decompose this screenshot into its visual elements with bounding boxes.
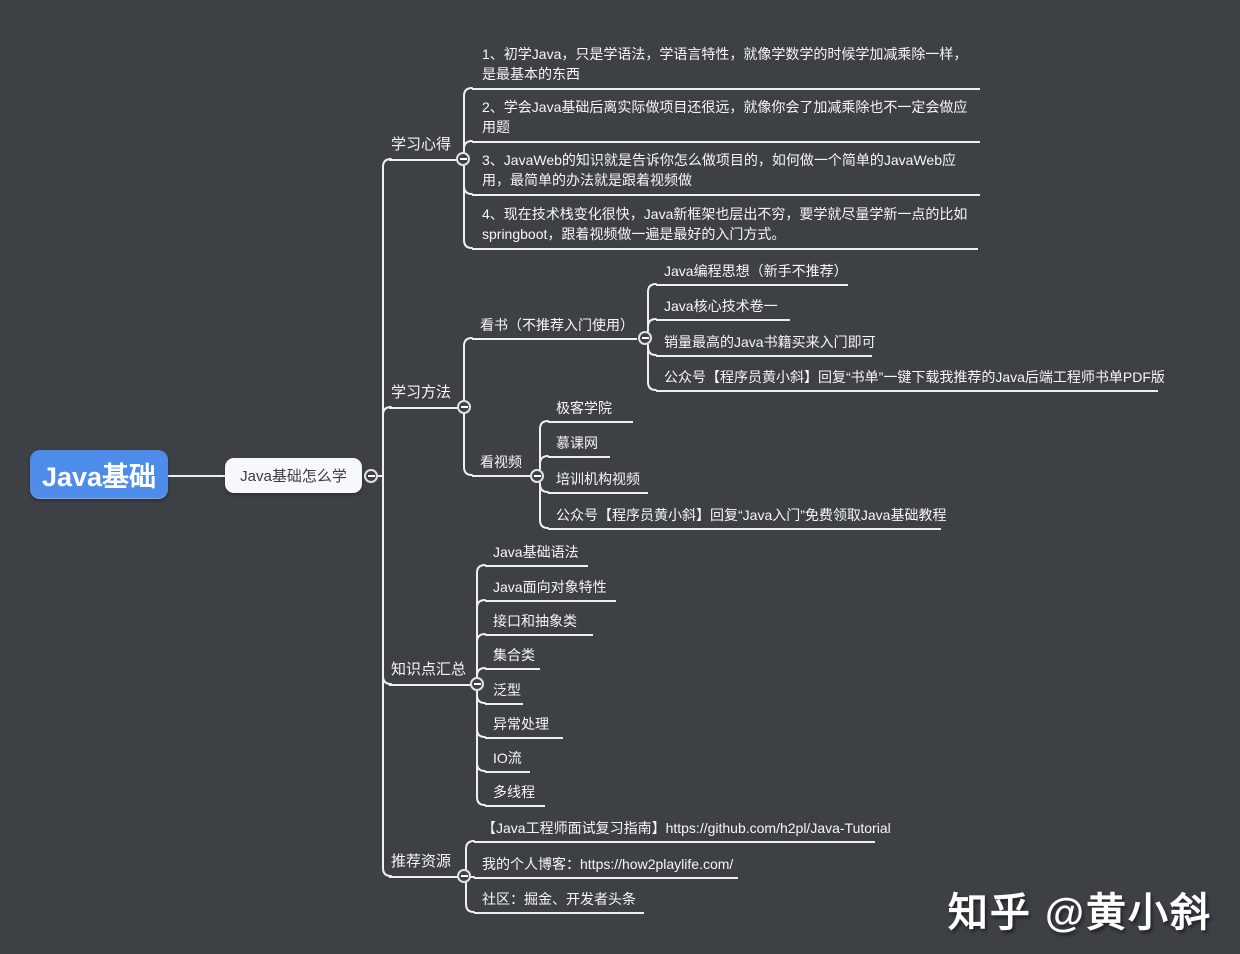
main-node[interactable]: Java基础怎么学 [225,458,362,493]
collapse-toggle-icon[interactable] [456,152,470,166]
topic-node[interactable]: 1、初学Java，只是学语法，学语言特性，就像学数学的时候学加减乘除一样，是最基… [472,42,980,90]
topic-node[interactable]: 4、现在技术栈变化很快，Java新框架也层出不穷，要学就尽量学新一点的比如spr… [472,202,978,250]
topic-node[interactable]: IO流 [485,747,530,773]
topic-node[interactable]: 慕课网 [548,432,610,458]
collapse-toggle-icon[interactable] [470,677,484,691]
watermark: 知乎 @黄小斜 [947,891,1212,935]
topic-node[interactable]: 多线程 [485,781,545,807]
topic-node[interactable]: 培训机构视频 [548,468,648,494]
topic-node[interactable]: 社区：掘金、开发者头条 [474,888,644,914]
collapse-toggle-icon[interactable] [457,869,471,883]
collapse-toggle-icon[interactable] [530,469,544,483]
topic-read-books[interactable]: 看书（不推荐入门使用） [472,314,637,340]
topic-node[interactable]: Java核心技术卷一 [656,295,790,321]
topic-node[interactable]: 公众号【程序员黄小斜】回复“Java入门”免费领取Java基础教程 [548,504,946,530]
branch-knowledge-points[interactable]: 知识点汇总 [389,658,471,686]
branch-study-tips[interactable]: 学习心得 [389,133,457,161]
root-node[interactable]: Java基础 [30,450,168,499]
topic-node[interactable]: Java基础语法 [485,541,588,567]
topic-node[interactable]: 公众号【程序员黄小斜】回复“书单”一键下载我推荐的Java后端工程师书单PDF版 [656,366,1165,392]
topic-node[interactable]: Java面向对象特性 [485,576,616,602]
topic-watch-videos[interactable]: 看视频 [472,451,530,477]
topic-node[interactable]: 泛型 [485,679,523,705]
topic-node[interactable]: 极客学院 [548,397,633,423]
collapse-toggle-icon[interactable] [457,400,471,414]
topic-node[interactable]: 销量最高的Java书籍买来入门即可 [656,331,876,357]
topic-node[interactable]: 接口和抽象类 [485,610,593,636]
topic-node[interactable]: 异常处理 [485,713,563,739]
branch-recommended-resources[interactable]: 推荐资源 [389,850,458,878]
topic-node[interactable]: 2、学会Java基础后离实际做项目还很远，就像你会了加减乘除也不一定会做应用题 [472,95,980,143]
topic-node[interactable]: Java编程思想（新手不推荐） [656,260,848,286]
topic-node[interactable]: 我的个人博客：https://how2playlife.com/ [474,853,738,879]
collapse-toggle-icon[interactable] [638,331,652,345]
topic-node[interactable]: 【Java工程师面试复习指南】https://github.com/h2pl/J… [474,817,891,843]
branch-study-methods[interactable]: 学习方法 [389,381,458,409]
topic-node[interactable]: 集合类 [485,644,540,670]
topic-node[interactable]: 3、JavaWeb的知识就是告诉你怎么做项目的，如何做一个简单的JavaWeb应… [472,148,980,196]
collapse-toggle-icon[interactable] [364,469,378,483]
